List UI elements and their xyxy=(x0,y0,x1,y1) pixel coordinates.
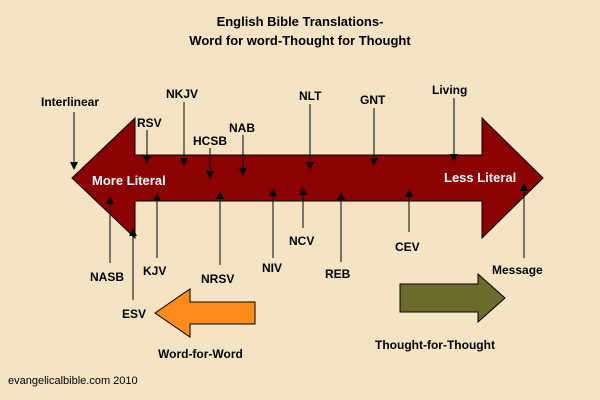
thought-for-thought-label: Thought-for-Thought xyxy=(375,338,495,352)
pointers-below xyxy=(106,183,528,300)
footer-credit: evangelicalbible.com 2010 xyxy=(8,375,138,387)
diagram-title-line1: English Bible Translations- xyxy=(217,14,384,29)
label-kjv: KJV xyxy=(143,264,166,278)
thought-for-thought-arrow xyxy=(399,272,506,324)
label-ncv: NCV xyxy=(289,234,314,248)
diagram-title-line2: Word for word-Thought for Thought xyxy=(189,33,411,48)
label-nab: NAB xyxy=(229,121,255,135)
label-nasb: NASB xyxy=(90,270,124,284)
label-living: Living xyxy=(432,83,467,97)
word-for-word-label: Word-for-Word xyxy=(158,347,243,361)
label-esv: ESV xyxy=(122,307,146,321)
label-cev: CEV xyxy=(395,240,420,254)
word-for-word-arrow xyxy=(154,288,256,338)
label-message: Message xyxy=(492,263,543,277)
label-niv: NIV xyxy=(262,261,282,275)
label-gnt: GNT xyxy=(360,93,386,107)
label-interlinear: Interlinear xyxy=(41,95,99,109)
label-nlt: NLT xyxy=(299,89,322,103)
pointers-above xyxy=(70,98,458,179)
more-literal-label: More Literal xyxy=(92,173,166,188)
label-nkjv: NKJV xyxy=(166,87,198,101)
main-double-arrow xyxy=(71,116,544,240)
label-hcsb: HCSB xyxy=(193,134,227,148)
label-nrsv: NRSV xyxy=(201,272,234,286)
less-literal-label: Less Literal xyxy=(444,170,516,185)
label-rsv: RSV xyxy=(137,116,162,130)
label-reb: REB xyxy=(325,267,351,281)
